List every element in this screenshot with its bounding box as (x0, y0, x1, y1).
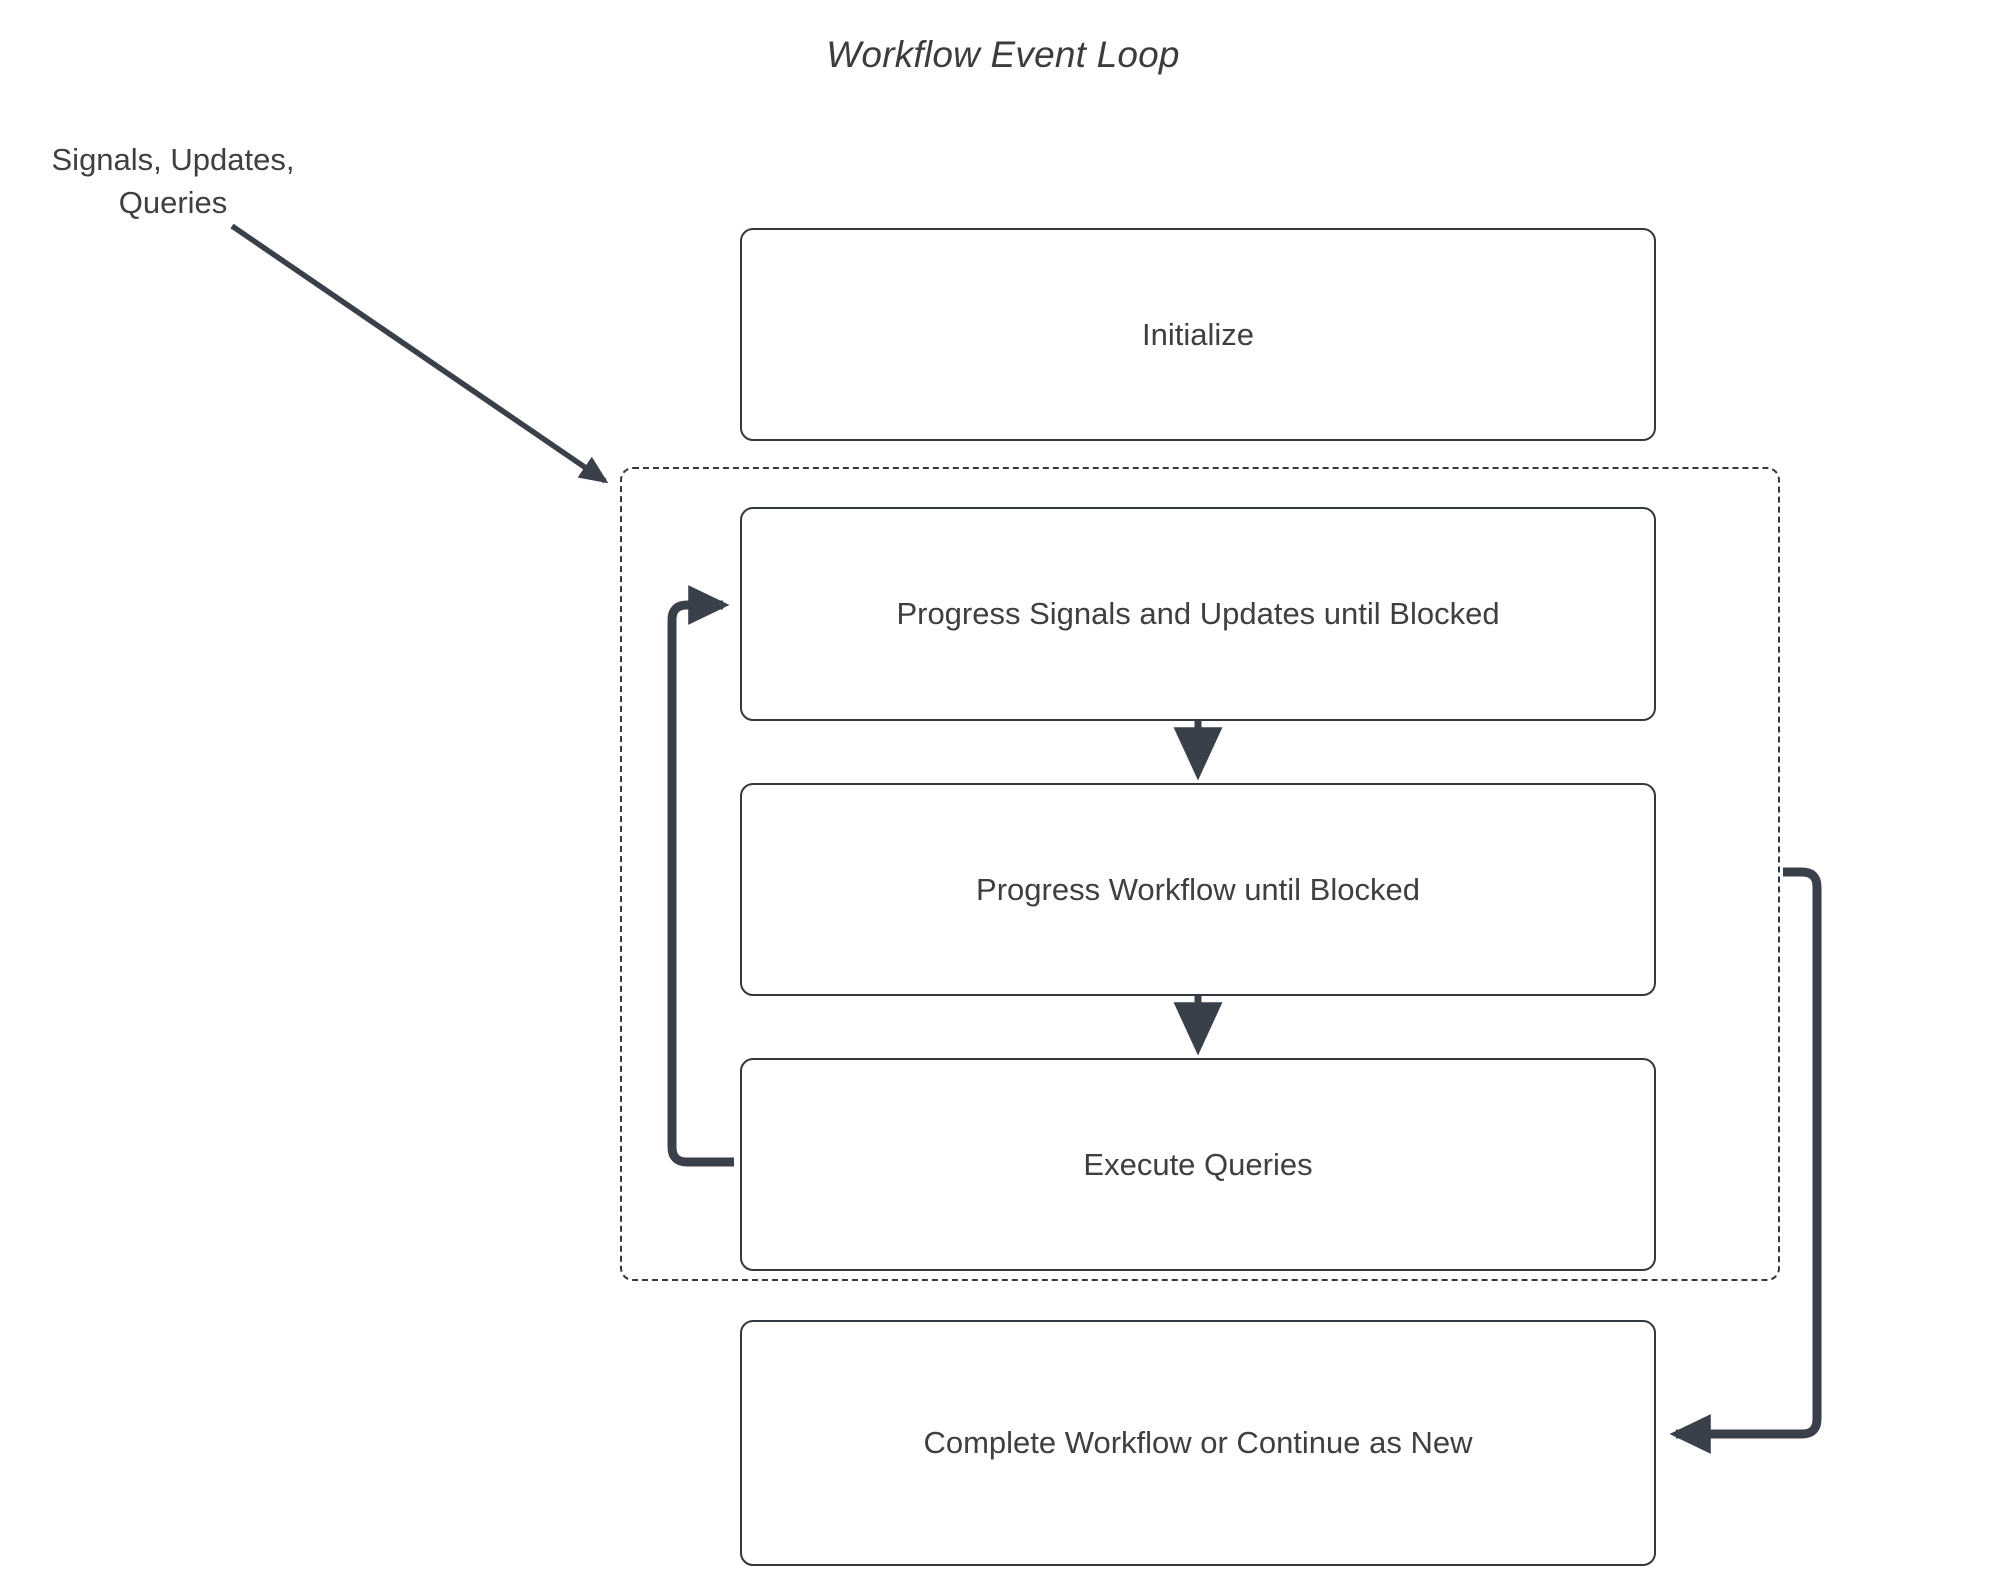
node-execute-queries-label: Execute Queries (1083, 1146, 1313, 1182)
node-initialize[interactable]: Initialize (740, 228, 1656, 441)
diagram-title: Workflow Event Loop (826, 34, 1180, 75)
edge-external-input (230, 223, 609, 484)
external-input-label-line1: Signals, Updates, (51, 142, 295, 177)
node-complete-workflow[interactable]: Complete Workflow or Continue as New (740, 1320, 1656, 1566)
node-progress-signals-updates[interactable]: Progress Signals and Updates until Block… (740, 507, 1656, 721)
node-progress-signals-updates-label: Progress Signals and Updates until Block… (896, 596, 1500, 631)
external-input-label-line2: Queries (118, 185, 228, 220)
node-progress-workflow[interactable]: Progress Workflow until Blocked (740, 783, 1656, 996)
node-progress-workflow-label: Progress Workflow until Blocked (976, 871, 1420, 907)
node-initialize-label: Initialize (1142, 316, 1254, 352)
external-input-label: Signals, Updates, Queries (28, 138, 318, 224)
node-complete-workflow-label: Complete Workflow or Continue as New (923, 1425, 1473, 1460)
node-execute-queries[interactable]: Execute Queries (740, 1058, 1656, 1271)
